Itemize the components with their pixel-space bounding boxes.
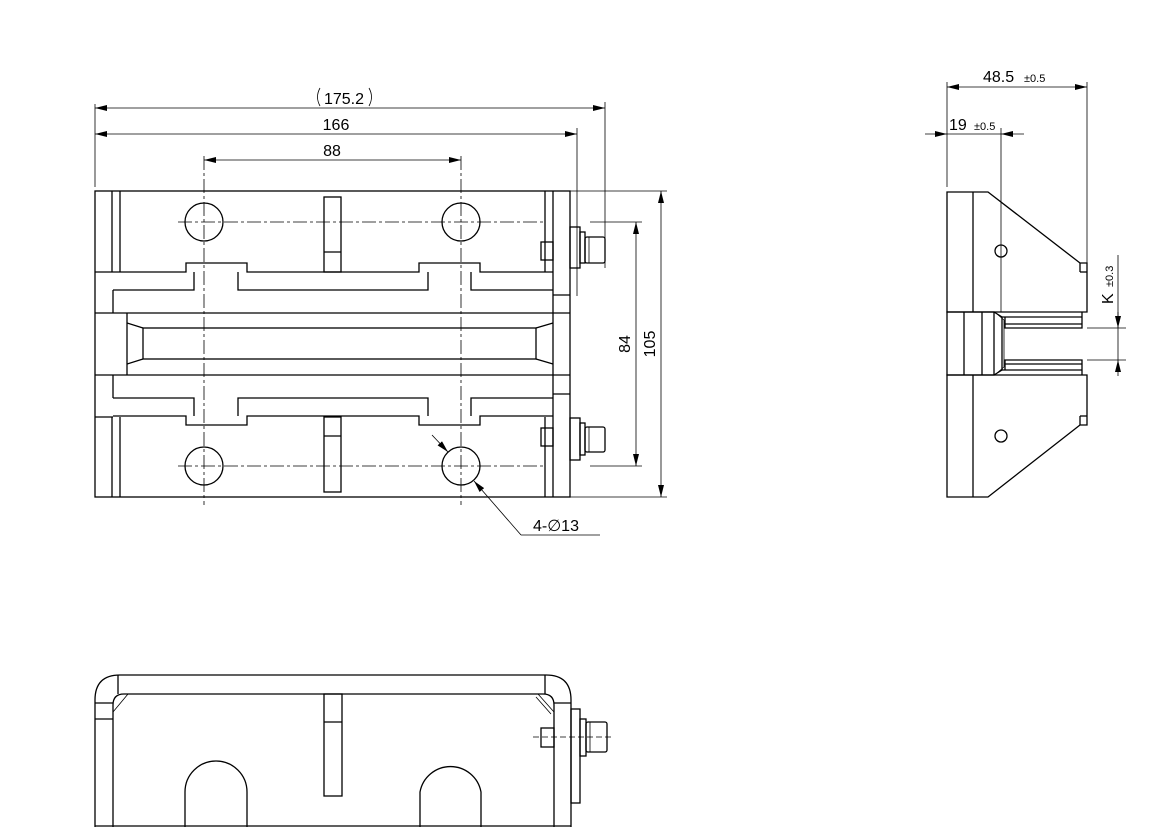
dim-tol-19: ±0.5 xyxy=(974,121,995,133)
middle-section xyxy=(946,311,1083,376)
bottom-rib xyxy=(323,693,343,797)
lower-t-slot xyxy=(113,397,553,426)
dim-text-k: K xyxy=(1100,293,1117,304)
dim-text-84: 84 xyxy=(617,335,634,353)
bottom-connector xyxy=(533,708,614,804)
upper-bracket xyxy=(946,191,1088,313)
dim-tol-48-5: ±0.5 xyxy=(1024,73,1045,85)
dimension-19: 19 ±0.5 xyxy=(925,117,1024,312)
dim-text-19: 19 xyxy=(949,117,967,134)
mounting-holes xyxy=(184,202,481,486)
dimension-k: K ±0.3 xyxy=(1087,255,1126,376)
dim-text-48-5: 48.5 xyxy=(983,69,1014,86)
dimension-175: 175.2 xyxy=(94,87,606,268)
dimension-105: 105 xyxy=(570,190,667,498)
dimension-88: 88 xyxy=(204,143,461,163)
dim-text-88: 88 xyxy=(323,143,341,160)
dim-text-166: 166 xyxy=(323,117,350,134)
reference-parentheses xyxy=(317,87,372,107)
side-view: 48.5 ±0.5 19 ±0.5 K ±0.3 xyxy=(925,69,1126,498)
connector-lower xyxy=(540,417,606,461)
dimension-166: 166 xyxy=(95,117,578,296)
center-lines xyxy=(178,156,545,505)
bottom-outline xyxy=(94,674,572,827)
dimension-84: 84 xyxy=(590,221,642,467)
upper-t-slot xyxy=(113,262,553,291)
bottom-view xyxy=(94,674,614,827)
body-outline xyxy=(94,190,571,498)
center-channel xyxy=(126,313,554,375)
bottom-slots xyxy=(184,760,482,827)
dimension-48-5: 48.5 ±0.5 xyxy=(946,69,1088,272)
dim-tol-k: ±0.3 xyxy=(1104,266,1116,287)
front-view: 175.2 166 88 84 105 4-∅13 xyxy=(94,87,667,536)
hole-callout-text: 4-∅13 xyxy=(533,518,579,535)
connector-upper xyxy=(540,226,606,269)
hole-callout: 4-∅13 xyxy=(431,434,600,536)
dim-text-105: 105 xyxy=(642,331,659,358)
ribs xyxy=(323,196,342,493)
lower-bracket xyxy=(946,374,1088,498)
dim-text-175-2: 175.2 xyxy=(324,91,364,108)
